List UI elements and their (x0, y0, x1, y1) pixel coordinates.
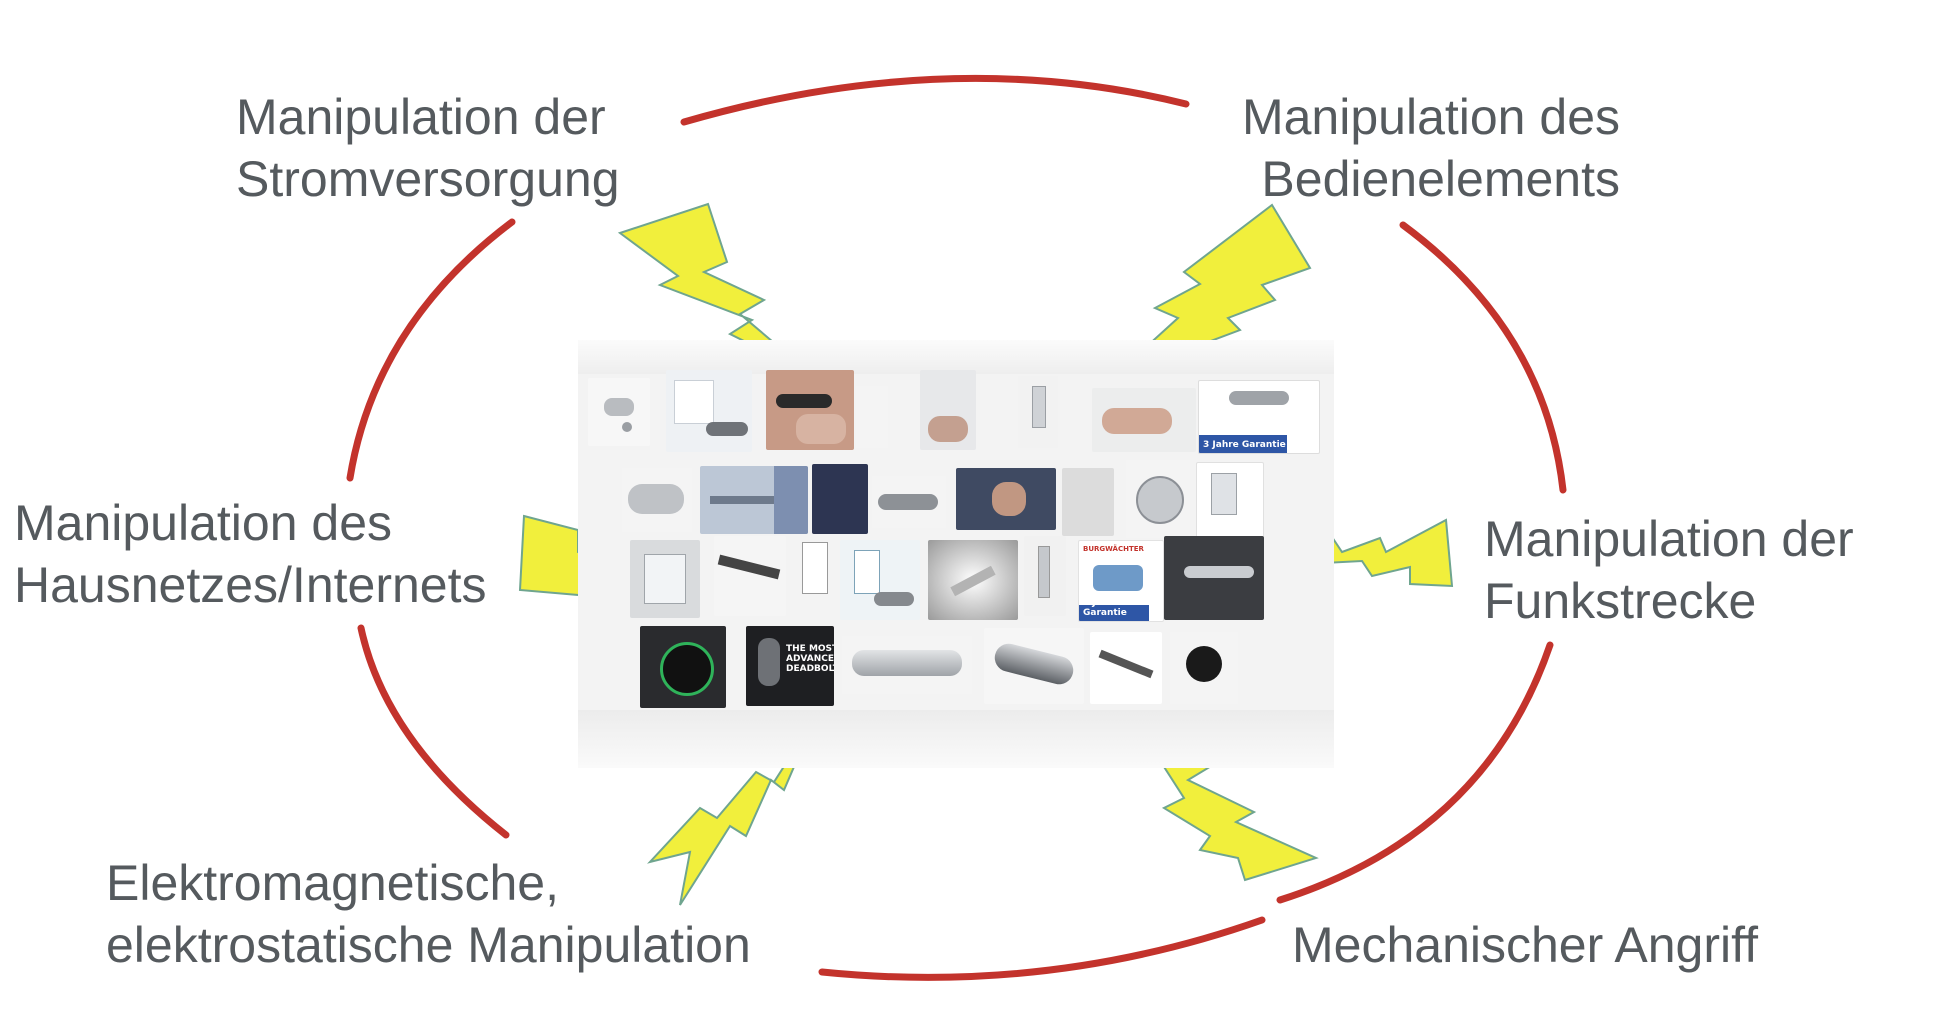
label-control-element-manipulation: Manipulation des Bedienelements (1220, 86, 1620, 210)
label-line: Manipulation der (236, 89, 606, 145)
product-thumbnail (588, 378, 650, 446)
product-thumbnail (714, 536, 786, 616)
label-electromagnetic-manipulation: Elektromagnetische, elektrostatische Man… (106, 852, 751, 976)
product-thumbnail (812, 464, 868, 534)
smart-lock-product-collage: 3 Jahre Garantie (578, 340, 1334, 768)
product-thumbnail (984, 628, 1084, 704)
product-thumbnail (1062, 468, 1114, 536)
label-line: Mechanischer Angriff (1292, 917, 1758, 973)
product-thumbnail (1018, 376, 1058, 448)
product-thumbnail (1090, 632, 1162, 704)
product-thumbnail (956, 468, 1056, 530)
attack-ring (346, 74, 1567, 981)
product-thumbnail (1024, 536, 1066, 616)
collage-fade-top (578, 340, 1334, 374)
product-thumbnail (1126, 460, 1190, 538)
ring-segment-bottom (818, 916, 1266, 981)
guarantee-badge-text: 3 Jahre Garantie (1203, 440, 1286, 450)
product-thumbnail (766, 370, 854, 450)
product-thumbnail: 3 Jahre Garantie (1198, 380, 1320, 454)
label-line: Funkstrecke (1484, 573, 1757, 629)
ring-segment-left (346, 218, 516, 482)
product-thumbnail (700, 466, 808, 534)
deadbolt-caption-line: THE MOST (786, 644, 834, 654)
ring-segment-bottom-left (357, 624, 510, 839)
label-power-supply-manipulation: Manipulation der Stromversorgung (236, 86, 620, 210)
label-radio-link-manipulation: Manipulation der Funkstrecke (1484, 508, 1854, 632)
lightning-bolt-icon (646, 717, 816, 906)
label-line: Bedienelements (1261, 151, 1620, 207)
label-line: Hausnetzes/Internets (14, 557, 487, 613)
product-thumbnail: BURGWÄCHTER 3 Jahre Garantie (1078, 540, 1164, 622)
collage-fade-bottom (578, 710, 1334, 768)
product-thumbnail (622, 468, 692, 532)
label-line: Manipulation des (1241, 89, 1620, 145)
label-mechanical-attack: Mechanischer Angriff (1292, 914, 1758, 976)
product-thumbnail (920, 370, 976, 450)
product-thumbnail (640, 626, 726, 708)
product-thumbnail (872, 476, 946, 528)
product-thumbnail (1196, 462, 1264, 538)
product-thumbnail (1164, 536, 1264, 620)
product-thumbnail (666, 370, 752, 452)
ring-segment-top-right (1399, 221, 1567, 494)
label-line: Manipulation der (1484, 511, 1854, 567)
label-line: elektrostatische Manipulation (106, 917, 751, 973)
product-thumbnail (842, 636, 972, 694)
product-thumbnail (630, 540, 700, 618)
product-thumbnail (1092, 388, 1196, 452)
product-thumbnail (1170, 632, 1238, 704)
product-thumbnail (840, 540, 920, 620)
label-home-network-manipulation: Manipulation des Hausnetzes/Internets (14, 492, 487, 616)
product-thumbnail (928, 540, 1018, 620)
guarantee-badge-text: 3 Jahre Garantie (1083, 598, 1127, 618)
deadbolt-caption-line: DEADBOLT (786, 664, 834, 674)
label-line: Manipulation des (14, 495, 393, 551)
product-thumbnail (792, 536, 836, 616)
product-thumbnail (856, 386, 888, 448)
ring-segment-top (680, 74, 1190, 126)
ring-segment-right (1276, 641, 1554, 904)
label-line: Elektromagnetische, (106, 855, 560, 911)
label-line: Stromversorgung (236, 151, 620, 207)
brand-text: BURGWÄCHTER (1083, 545, 1144, 553)
